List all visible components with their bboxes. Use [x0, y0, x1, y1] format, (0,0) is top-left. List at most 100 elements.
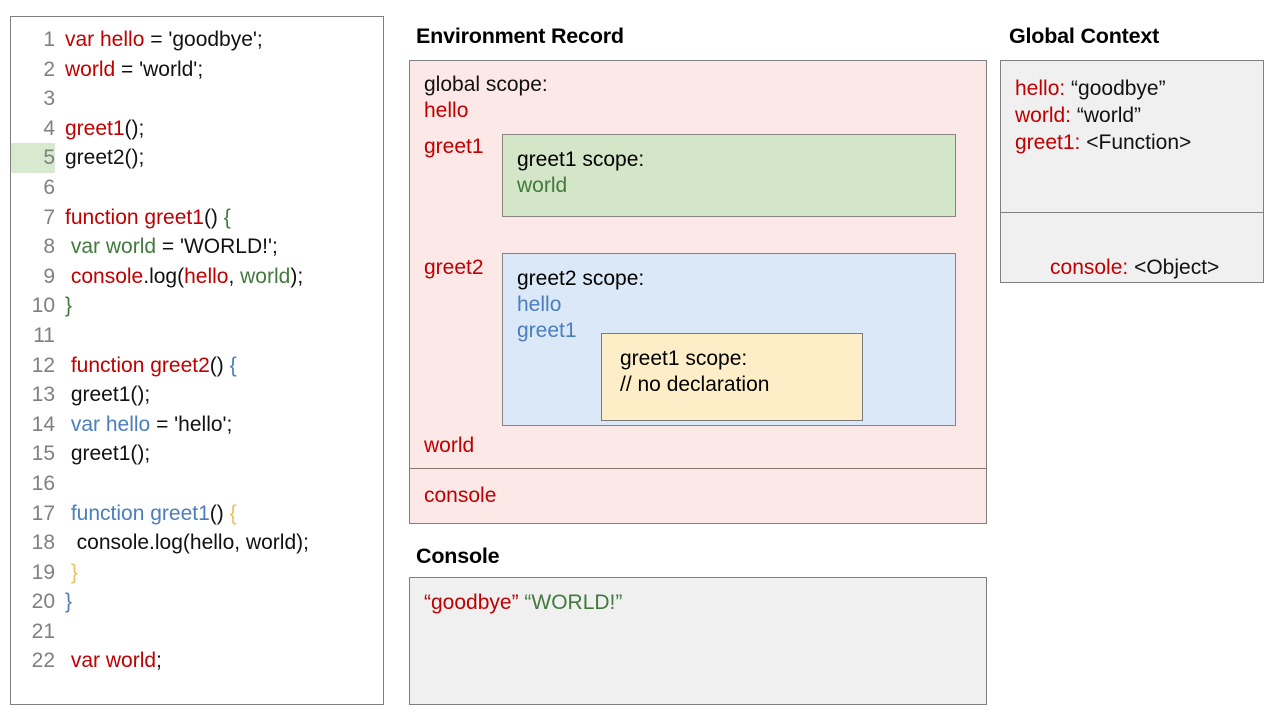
code-line-text: }	[55, 587, 72, 617]
code-line[interactable]: 8 var world = 'WORLD!';	[11, 232, 383, 262]
code-line-text: greet2();	[55, 143, 144, 173]
line-number-11: 11	[33, 323, 55, 347]
code-line-text: greet1();	[55, 439, 150, 469]
environment-record-console-section: console	[410, 469, 986, 522]
code-token: greet1();	[65, 383, 151, 407]
global-context-title: Global Context	[1009, 24, 1160, 48]
code-token: }	[70, 560, 78, 584]
code-token: function greet2	[70, 353, 210, 377]
code-line[interactable]: 13 greet1();	[11, 380, 383, 410]
code-line[interactable]: 3	[11, 84, 383, 114]
line-number-7: 7	[43, 205, 55, 229]
global-context-panel: hello: “goodbye”world: “world”greet1: <F…	[1000, 60, 1264, 283]
code-line[interactable]: 12 function greet2() {	[11, 351, 383, 381]
global-context-binding-row: world: “world”	[1015, 102, 1263, 129]
nested-greet1-scope-heading: greet1 scope:	[620, 347, 748, 370]
global-var-greet2: greet2	[424, 256, 484, 279]
code-token: console	[70, 264, 144, 288]
global-scope-heading: global scope:	[424, 73, 548, 96]
code-line[interactable]: 5 greet2();	[11, 143, 383, 173]
code-line[interactable]: 22 var world;	[11, 646, 383, 676]
code-token: ()	[209, 353, 230, 377]
code-line[interactable]: 17 function greet1() {	[11, 499, 383, 529]
code-line[interactable]: 16	[11, 469, 383, 499]
code-token: world	[240, 264, 291, 288]
line-number-17: 17	[31, 501, 55, 525]
line-number-10: 10	[31, 294, 55, 318]
line-number-14: 14	[31, 412, 55, 436]
global-context-binding-key: hello:	[1015, 77, 1066, 100]
environment-record-global-section: global scope: hello greet1 greet2 world …	[410, 61, 986, 469]
code-line-text: console.log(hello, world);	[55, 262, 303, 292]
line-number-5: 5	[11, 143, 55, 173]
global-context-console-key: console:	[1050, 256, 1129, 279]
code-line[interactable]: 6	[11, 173, 383, 203]
line-number-15: 15	[31, 442, 55, 466]
line-number-20: 20	[31, 590, 55, 614]
line-number-4: 4	[43, 116, 55, 140]
code-line[interactable]: 10}	[11, 291, 383, 321]
global-var-hello: hello	[424, 99, 469, 122]
code-line[interactable]: 21	[11, 617, 383, 647]
code-token: );	[290, 264, 304, 288]
code-line-text: function greet1() {	[55, 203, 231, 233]
console-output-token: “goodbye”	[424, 591, 519, 614]
line-number-2: 2	[43, 57, 55, 81]
greet2-scope-heading: greet2 scope:	[517, 267, 645, 290]
global-context-binding-row: greet1: <Function>	[1015, 129, 1263, 156]
global-context-binding-value: “goodbye”	[1065, 77, 1166, 100]
greet2-scope-var-hello: hello	[517, 293, 562, 316]
code-line[interactable]: 15 greet1();	[11, 439, 383, 469]
code-token: greet1();	[65, 442, 151, 466]
greet1-scope-box-global: greet1 scope: world	[502, 134, 956, 217]
code-token: greet2();	[65, 146, 145, 170]
console-output-line: “goodbye” “WORLD!”	[424, 590, 986, 616]
global-context-console-section: console: <Object>	[1001, 213, 1263, 281]
code-token: function greet1	[65, 205, 204, 229]
global-context-console-value: <Object>	[1128, 256, 1220, 279]
code-line[interactable]: 11	[11, 321, 383, 351]
code-line-text: var hello = 'goodbye';	[55, 25, 263, 55]
code-line[interactable]: 19 }	[11, 558, 383, 588]
code-token: = 'goodbye';	[144, 28, 263, 51]
line-number-12: 12	[31, 353, 55, 377]
line-number-19: 19	[31, 560, 55, 584]
code-line-text: world = 'world';	[55, 55, 203, 85]
code-line-text: console.log(hello, world);	[55, 528, 309, 558]
line-number-6: 6	[43, 175, 55, 199]
console-title: Console	[416, 544, 500, 568]
line-number-21: 21	[31, 619, 55, 643]
code-line-text: var world;	[55, 646, 162, 676]
code-line-text: }	[55, 558, 78, 588]
code-token: function greet1	[70, 501, 210, 525]
line-number-8: 8	[43, 235, 55, 259]
line-number-3: 3	[43, 87, 55, 111]
code-line[interactable]: 18 console.log(hello, world);	[11, 528, 383, 558]
code-line-text: function greet1() {	[55, 499, 237, 529]
global-context-bindings-section: hello: “goodbye”world: “world”greet1: <F…	[1001, 61, 1263, 213]
code-line[interactable]: 14 var hello = 'hello';	[11, 410, 383, 440]
code-line[interactable]: 9 console.log(hello, world);	[11, 262, 383, 292]
greet2-scope-box: greet2 scope: hello greet1 greet1 scope:…	[502, 253, 956, 426]
code-line[interactable]: 20}	[11, 587, 383, 617]
environment-record-panel: global scope: hello greet1 greet2 world …	[409, 60, 987, 524]
global-var-world: world	[424, 434, 475, 457]
global-context-console-row: console: <Object>	[1015, 227, 1263, 308]
code-token: console.log(hello, world);	[65, 531, 309, 555]
code-token: var world	[70, 649, 157, 673]
code-token: ()	[209, 501, 230, 525]
line-number-9: 9	[43, 264, 55, 288]
line-number-1: 1	[43, 28, 55, 51]
greet1-scope-heading: greet1 scope:	[517, 148, 645, 171]
greet2-scope-var-greet1: greet1	[517, 319, 577, 342]
global-context-binding-key: world:	[1015, 104, 1072, 127]
code-line-text: var hello = 'hello';	[55, 410, 233, 440]
code-token: ,	[228, 264, 241, 288]
code-token: = 'hello';	[150, 412, 233, 436]
line-number-18: 18	[31, 531, 55, 555]
